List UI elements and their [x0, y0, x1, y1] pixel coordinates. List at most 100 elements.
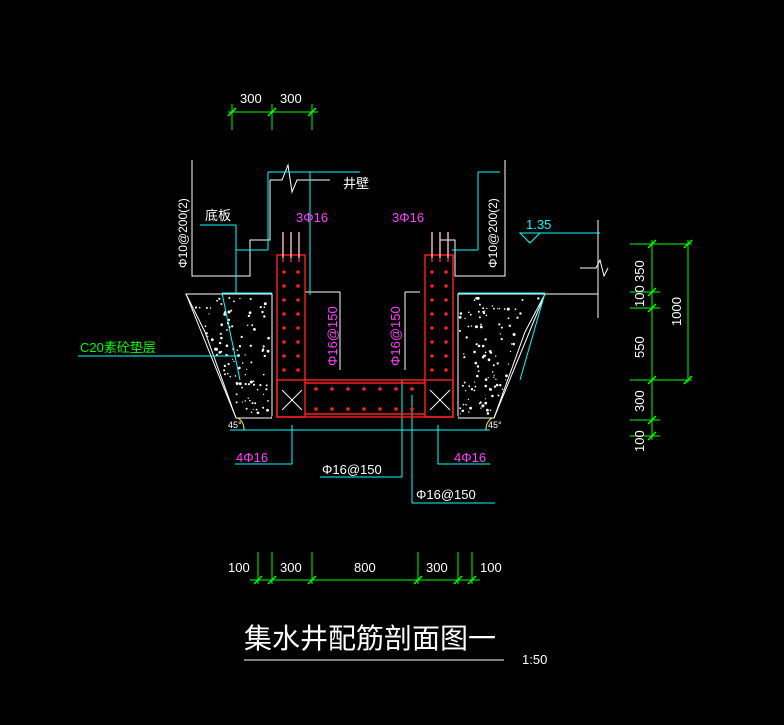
hatch-dot	[263, 354, 266, 358]
hatch-dot	[459, 329, 461, 332]
hatch-dot	[500, 338, 503, 341]
hatch-dot	[487, 377, 489, 379]
rebar-dot	[430, 368, 434, 372]
hatch-dot	[489, 351, 493, 354]
hatch-dot	[234, 375, 237, 377]
hatch-dot	[481, 344, 485, 348]
corner-marks	[281, 389, 451, 411]
hatch-dot	[516, 316, 519, 319]
hatch-dot	[265, 384, 268, 387]
hatch-dot	[238, 382, 242, 386]
hatch-dot	[246, 368, 248, 370]
rebar-dot	[430, 270, 434, 274]
rebar-dot	[430, 298, 434, 302]
hatch-dot	[252, 380, 255, 383]
hatch-dot	[473, 299, 476, 301]
rebar-dot	[282, 354, 286, 358]
hatch-dot	[492, 364, 495, 367]
hatch-dot	[241, 386, 243, 389]
label-base-slab: 底板	[205, 208, 231, 223]
hatch-dot	[484, 378, 488, 381]
dim-top-1: 300	[240, 91, 262, 106]
hatch-dot	[470, 388, 474, 391]
rebar-dot	[444, 326, 448, 330]
dim-top-2: 300	[280, 91, 302, 106]
rebar-dot	[444, 340, 448, 344]
hatch-dot	[231, 358, 234, 360]
label-wall-stirrup-left: Φ16@150	[325, 306, 340, 366]
rebar-dot	[296, 298, 300, 302]
hatch-dot	[262, 373, 265, 376]
hatch-dot	[205, 306, 208, 309]
rebar-dot	[362, 407, 366, 411]
dim-right-2: 100	[632, 285, 647, 307]
drawing-title: 集水井配筋剖面图一	[244, 623, 496, 654]
hatch-dot	[265, 388, 268, 391]
hatch-dot	[256, 388, 259, 391]
hatch-dot	[514, 308, 517, 311]
hatch-dot	[497, 308, 499, 310]
hatch-dot	[228, 297, 231, 299]
hatch-dot	[462, 403, 465, 406]
hatch-dot	[459, 413, 462, 415]
hatch-dot	[205, 332, 208, 335]
hatch-dot	[258, 412, 260, 414]
hatch-dot	[493, 385, 497, 388]
rebar-dot	[394, 407, 398, 411]
hatch-dot	[479, 325, 483, 329]
label-side-rebar-right: Φ10@200(2)	[486, 198, 500, 268]
hatch-dot	[235, 382, 239, 385]
hatch-dot	[229, 375, 232, 378]
hatch-dot	[263, 302, 267, 306]
hatch-dot	[266, 408, 269, 412]
hatch-dot	[233, 300, 235, 303]
cushion-bottom	[272, 416, 458, 430]
dim-bottom-2: 300	[280, 560, 302, 575]
dim-bottom-3: 800	[354, 560, 376, 575]
hatch-dot	[259, 306, 262, 309]
hatch-dot	[486, 412, 490, 415]
hatch-dot	[491, 394, 494, 398]
hatch-dot	[475, 325, 478, 329]
level-marker	[518, 232, 542, 244]
hatch-dot	[475, 343, 478, 346]
rebar-dot	[410, 387, 414, 391]
concrete-hatch	[194, 296, 540, 415]
label-angle-right: 45°	[488, 420, 502, 430]
hatch-dot	[473, 350, 476, 354]
label-wall: 井壁	[343, 176, 369, 191]
hatch-dot	[464, 317, 466, 320]
hatch-dot	[461, 409, 465, 413]
hatch-dot	[511, 343, 513, 345]
rebar-dot	[394, 387, 398, 391]
label-level: 1.35	[526, 217, 551, 232]
hatch-dot	[498, 323, 501, 326]
rebar-dot	[296, 326, 300, 330]
hatch-dot	[506, 307, 510, 311]
hatch-dot	[484, 351, 487, 354]
drawing-scale: 1:50	[522, 652, 547, 667]
hatch-dot	[194, 306, 198, 309]
label-bottom-bars-2: Φ16@150	[416, 487, 476, 502]
hatch-dot	[241, 362, 244, 364]
hatch-dot	[521, 298, 524, 301]
hatch-dot	[484, 398, 487, 400]
rebar-dot	[362, 387, 366, 391]
hatch-dot	[198, 306, 201, 309]
hatch-dot	[236, 349, 239, 352]
rebar-dot	[330, 387, 334, 391]
dim-bottom-4: 300	[426, 560, 448, 575]
rebar-top-white	[282, 232, 449, 258]
hatch-dot	[235, 401, 238, 404]
rebar-dot	[296, 368, 300, 372]
hatch-dot	[501, 388, 504, 390]
rebar-dot	[444, 298, 448, 302]
hatch-dot	[204, 325, 207, 328]
hatch-dot	[478, 303, 481, 306]
hatch-dot	[263, 306, 266, 309]
hatch-dot	[499, 333, 502, 335]
hatch-dot	[210, 338, 214, 342]
hatch-dot	[247, 397, 249, 399]
hatch-dot	[246, 324, 249, 326]
